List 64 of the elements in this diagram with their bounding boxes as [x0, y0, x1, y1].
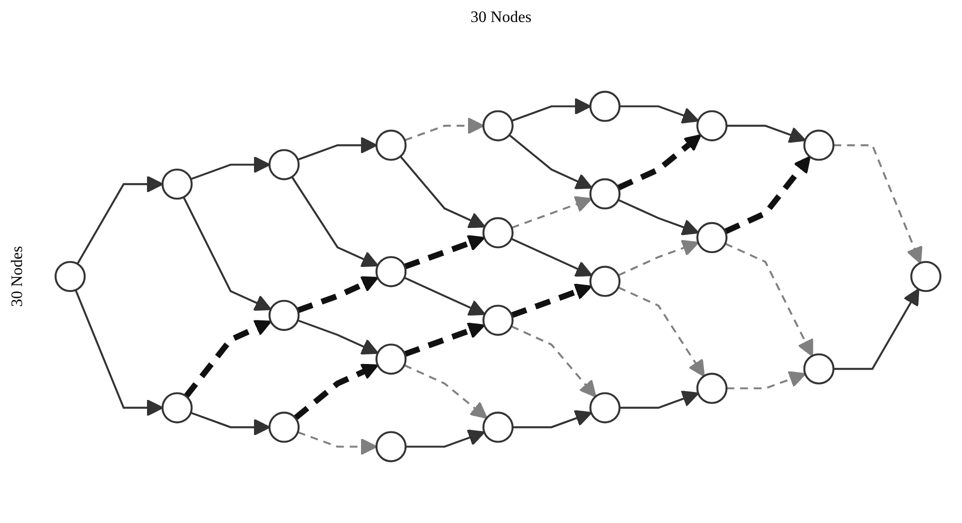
arrow	[294, 364, 379, 420]
arrow	[404, 234, 486, 270]
node-circle	[375, 130, 407, 161]
node-circle	[696, 372, 728, 404]
node-circle	[803, 353, 834, 384]
arrow	[508, 134, 592, 190]
dimension-label: 30 Nodes	[9, 246, 27, 307]
arrow	[618, 199, 699, 236]
node-circle	[589, 392, 621, 424]
node-circle	[162, 392, 193, 424]
arrow	[511, 196, 592, 229]
arrow	[512, 410, 592, 428]
node-circle	[696, 110, 728, 142]
arrow	[618, 240, 699, 276]
arrow	[190, 412, 270, 436]
arrow	[400, 156, 486, 228]
node-circle	[268, 300, 300, 331]
node-circle	[482, 110, 514, 142]
node-circle	[268, 149, 300, 180]
arrow	[726, 371, 806, 390]
node-circle	[375, 256, 407, 288]
arrow	[74, 290, 164, 416]
node-circle	[589, 178, 621, 210]
arrow	[620, 390, 699, 409]
arrow	[510, 284, 592, 318]
arrow	[404, 276, 486, 316]
arrow	[297, 431, 378, 456]
arrow	[404, 364, 488, 419]
arrow	[618, 286, 705, 377]
node-circle	[482, 412, 514, 443]
node-circle	[375, 344, 407, 375]
node-circle	[268, 412, 300, 443]
arrow	[406, 429, 486, 448]
node-circle	[589, 90, 621, 122]
arrow	[726, 124, 806, 144]
arrow	[291, 176, 379, 268]
node-circle	[910, 260, 942, 292]
node-circle	[589, 266, 621, 297]
dimension-label: 30 Nodes	[470, 9, 532, 27]
arrow	[190, 156, 270, 180]
arrow	[510, 325, 596, 398]
node-circle	[803, 130, 834, 161]
arrow	[724, 242, 814, 357]
arrow	[76, 176, 164, 264]
arrow	[511, 98, 592, 122]
arrow	[404, 322, 486, 357]
arrow	[182, 196, 272, 311]
node-circle	[482, 217, 514, 248]
arrow	[833, 288, 920, 370]
arrow	[833, 144, 922, 264]
node-circle	[162, 168, 193, 200]
node-circle	[54, 260, 86, 292]
arrow	[297, 136, 378, 161]
node-circle	[696, 222, 728, 254]
node-circle	[482, 304, 514, 336]
arrow	[296, 276, 379, 314]
arrow	[620, 105, 699, 124]
arrow	[724, 156, 811, 234]
arrow	[404, 117, 484, 142]
arrow	[297, 319, 379, 355]
arrow	[184, 320, 272, 398]
arrow	[617, 134, 702, 190]
node-circle	[375, 431, 407, 462]
arrow	[510, 238, 592, 277]
